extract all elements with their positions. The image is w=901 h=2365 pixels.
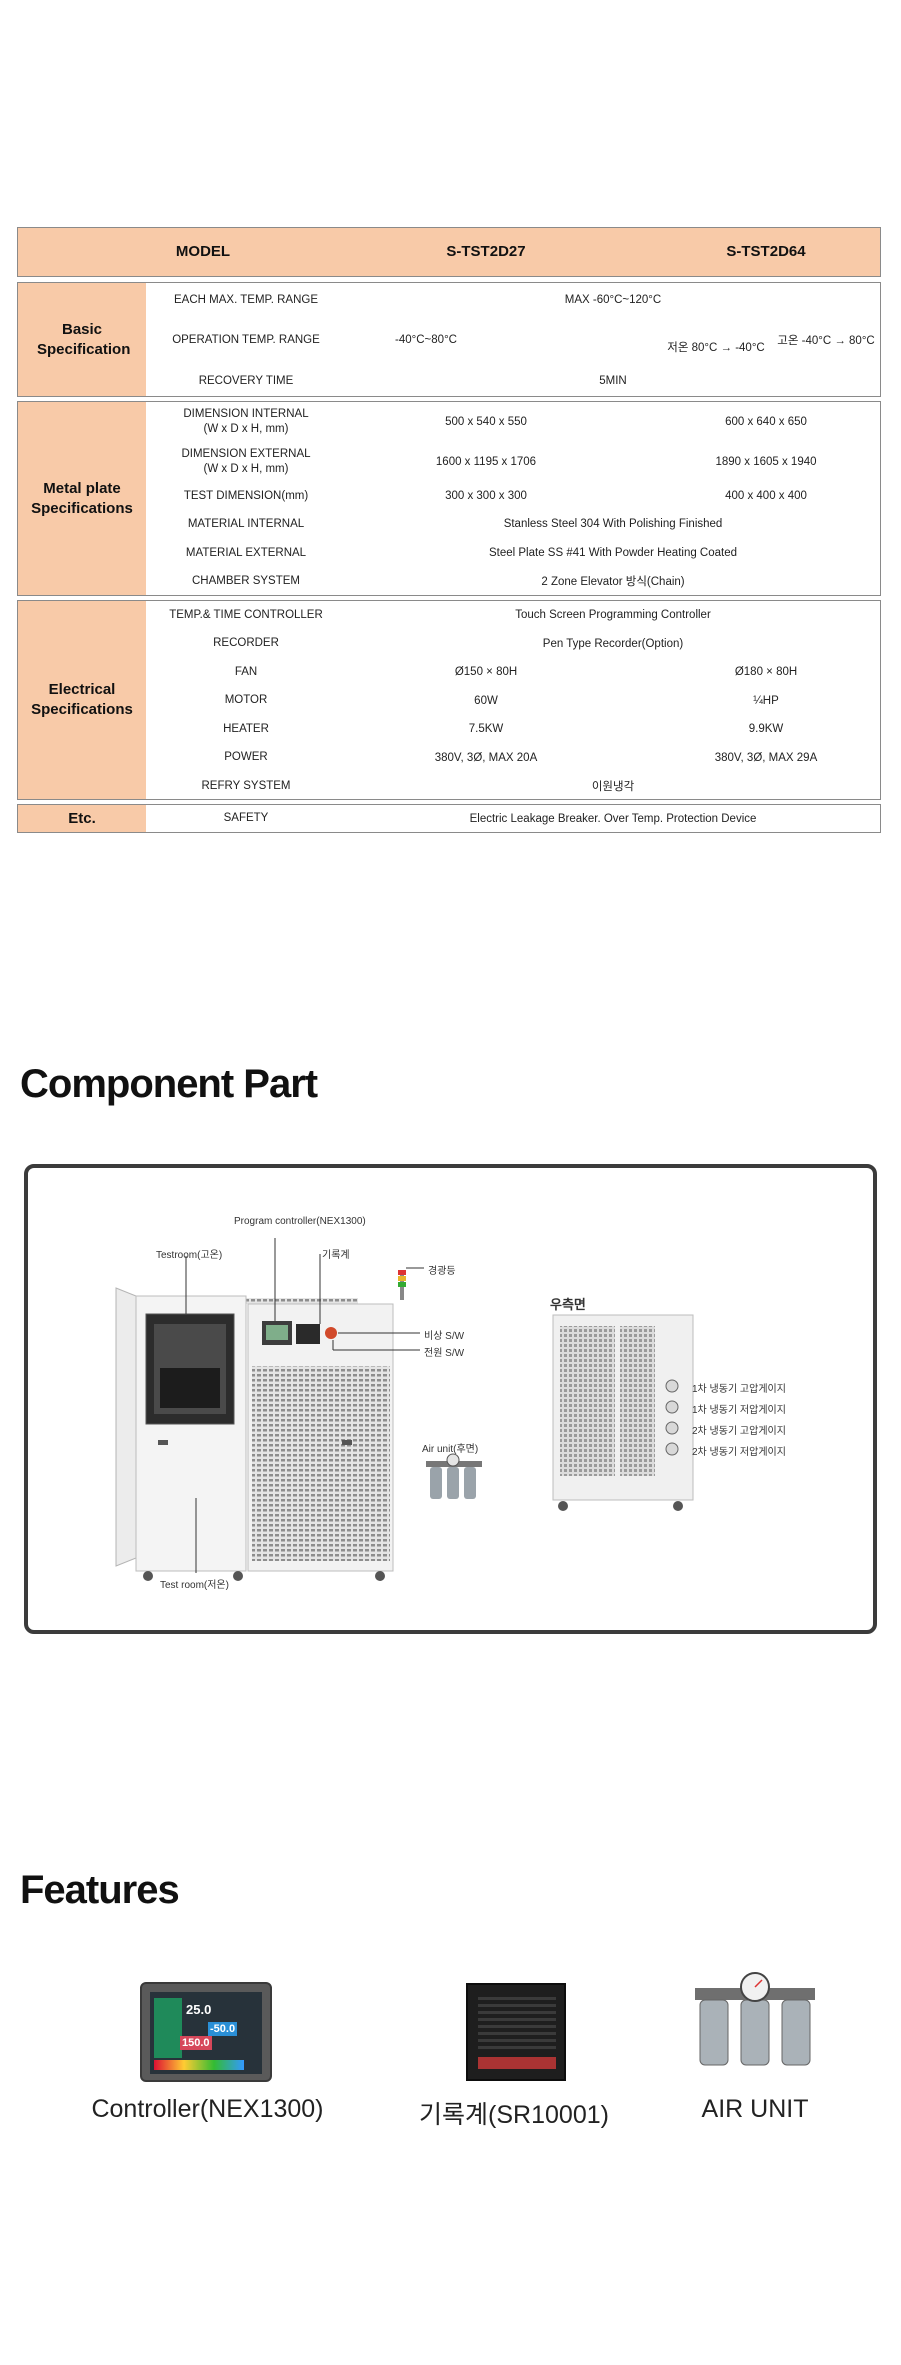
- recorder-label: 기록계: [322, 1250, 350, 1261]
- etc-spec-group: Etc. SAFETY Electric Leakage Breaker. Ov…: [17, 804, 881, 833]
- spec-label: POWER: [224, 751, 268, 763]
- controller-value-2: -50.0: [208, 2022, 238, 2036]
- spec-value: 60W: [474, 694, 498, 707]
- air-unit-image: [695, 1972, 815, 2066]
- air-unit-label: Air unit(후면): [422, 1444, 479, 1455]
- spec-label: MOTOR: [224, 694, 268, 706]
- spec-value: 380V, 3Ø, MAX 29A: [714, 751, 818, 764]
- controller-value-1: 25.0: [186, 2002, 212, 2017]
- spec-row: SAFETY Electric Leakage Breaker. Over Te…: [146, 805, 880, 832]
- feature-caption-air-unit: AIR UNIT: [701, 2095, 809, 2123]
- category-label: Basic Specification: [18, 283, 146, 396]
- spec-value: 5MIN: [599, 375, 627, 387]
- spec-value: 7.5KW: [468, 723, 504, 735]
- spec-label: TEMP.& TIME CONTROLLER: [169, 608, 323, 621]
- spec-value: Electric Leakage Breaker. Over Temp. Pro…: [469, 812, 757, 825]
- spec-row: OPERATION TEMP. RANGE -40°C~80°C 저온 80°C…: [146, 315, 880, 365]
- gauge-label: 1차 냉동기 저압게이지: [692, 1405, 786, 1416]
- power-switch-label: 전원 S/W: [424, 1348, 465, 1359]
- electrical-spec-group: Electrical Specifications TEMP.& TIME CO…: [17, 600, 881, 800]
- component-part-title: Component Part: [20, 1062, 318, 1106]
- spec-value-high: 고온 -40°C → 80°C: [777, 335, 875, 347]
- emergency-switch-label: 비상 S/W: [424, 1331, 465, 1342]
- gauge-label: 2차 냉동기 저압게이지: [692, 1447, 786, 1458]
- spec-row: REFRY SYSTEM 이원냉각: [146, 772, 880, 800]
- component-diagram: Program controller(NEX1300) Testroom(고온)…: [24, 1164, 877, 1634]
- spec-value: 1600 x 1195 x 1706: [435, 456, 537, 468]
- spec-row: RECOVERY TIME 5MIN: [146, 367, 880, 395]
- spec-row: MATERIAL EXTERNAL Steel Plate SS #41 Wit…: [146, 539, 880, 567]
- spec-row: DIMENSION EXTERNAL(W x D x H, mm) 1600 x…: [146, 444, 880, 480]
- spec-row: DIMENSION INTERNAL(W x D x H, mm) 500 x …: [146, 404, 880, 440]
- spec-value: 9.9KW: [748, 723, 784, 735]
- spec-row: CHAMBER SYSTEM 2 Zone Elevator 방식(Chain): [146, 567, 880, 595]
- spec-value: Steel Plate SS #41 With Powder Heating C…: [488, 547, 738, 559]
- spec-label: DIMENSION EXTERNAL(W x D x H, mm): [181, 448, 311, 475]
- spec-value: -40°C~80°C: [395, 334, 457, 346]
- category-label: Etc.: [18, 805, 146, 832]
- controller-screen: 25.0 -50.0 150.0: [150, 1992, 262, 2074]
- spec-label: FAN: [234, 665, 258, 678]
- spec-label: OPERATION TEMP. RANGE: [172, 333, 320, 346]
- spec-row: FAN Ø150 × 80H Ø180 × 80H: [146, 658, 880, 686]
- model-header-row: MODEL S-TST2D27 S-TST2D64: [17, 227, 881, 277]
- spec-value: 600 x 640 x 650: [725, 416, 807, 428]
- spec-label: RECOVERY TIME: [198, 374, 294, 387]
- features-title: Features: [20, 1868, 180, 1912]
- gauge-label: 1차 냉동기 고압게이지: [692, 1384, 786, 1395]
- spec-value: Pen Type Recorder(Option): [542, 637, 684, 650]
- spec-value: Ø180 × 80H: [734, 666, 798, 678]
- model-name-1: S-TST2D27: [446, 243, 526, 260]
- spec-row: MOTOR 60W ¼HP: [146, 686, 880, 715]
- feature-caption-controller: Controller(NEX1300): [91, 2095, 324, 2123]
- spec-label: SAFETY: [223, 812, 269, 824]
- model-label: MODEL: [175, 243, 231, 260]
- spec-row: MATERIAL INTERNAL Stanless Steel 304 Wit…: [146, 510, 880, 538]
- metal-plate-spec-group: Metal plate Specifications DIMENSION INT…: [17, 401, 881, 596]
- spec-row: EACH MAX. TEMP. RANGE MAX -60°C~120°C: [146, 285, 880, 315]
- spec-label: REFRY SYSTEM: [201, 779, 291, 792]
- spec-value: MAX -60°C~120°C: [564, 294, 662, 306]
- category-label: Electrical Specifications: [18, 601, 146, 799]
- spec-value: 2 Zone Elevator 방식(Chain): [541, 576, 685, 588]
- spec-value: 380V, 3Ø, MAX 20A: [434, 751, 538, 764]
- spec-value: 1890 x 1605 x 1940: [715, 456, 817, 468]
- spec-row: TEMP.& TIME CONTROLLER Touch Screen Prog…: [146, 601, 880, 629]
- right-side-label: 우측면: [550, 1297, 586, 1312]
- testroom-low-label: Test room(저온): [160, 1580, 229, 1591]
- spec-value: 300 x 300 x 300: [445, 490, 527, 502]
- basic-spec-group: Basic Specification EACH MAX. TEMP. RANG…: [17, 282, 881, 397]
- chamber-illustration: [115, 1238, 694, 1581]
- spec-row: HEATER 7.5KW 9.9KW: [146, 715, 880, 743]
- category-label: Metal plate Specifications: [18, 402, 146, 595]
- spec-value: Ø150 × 80H: [454, 666, 518, 678]
- spec-label: RECORDER: [213, 637, 279, 649]
- spec-label: DIMENSION INTERNAL(W x D x H, mm): [183, 408, 309, 435]
- spec-label: CHAMBER SYSTEM: [192, 574, 300, 587]
- spec-label: MATERIAL EXTERNAL: [185, 546, 307, 559]
- spec-value: ¼HP: [753, 694, 779, 707]
- spec-row: TEST DIMENSION(mm) 300 x 300 x 300 400 x…: [146, 482, 880, 510]
- spec-value: 500 x 540 x 550: [445, 416, 527, 428]
- spec-value: 이원냉각: [591, 781, 635, 793]
- testroom-high-label: Testroom(고온): [156, 1250, 223, 1261]
- program-controller-label: Program controller(NEX1300): [234, 1216, 366, 1227]
- spec-label: TEST DIMENSION(mm): [183, 489, 309, 502]
- spec-label: HEATER: [223, 722, 269, 735]
- feature-caption-recorder: 기록계(SR10001): [419, 2101, 609, 2129]
- controller-value-3: 150.0: [180, 2036, 212, 2050]
- spec-value: Stanless Steel 304 With Polishing Finish…: [503, 518, 723, 530]
- spec-row: POWER 380V, 3Ø, MAX 20A 380V, 3Ø, MAX 29…: [146, 743, 880, 772]
- spec-value: Touch Screen Programming Controller: [515, 609, 711, 621]
- gauge-label: 2차 냉동기 고압게이지: [692, 1426, 786, 1437]
- spec-value: 400 x 400 x 400: [725, 490, 807, 502]
- spec-row: RECORDER Pen Type Recorder(Option): [146, 629, 880, 658]
- warning-light-label: 경광등: [428, 1266, 456, 1277]
- spec-label: MATERIAL INTERNAL: [187, 517, 305, 530]
- controller-image: 25.0 -50.0 150.0: [140, 1982, 272, 2082]
- spec-label: EACH MAX. TEMP. RANGE: [174, 293, 318, 306]
- spec-value-low: 저온 80°C → -40°C: [667, 342, 765, 354]
- recorder-image: [466, 1983, 566, 2081]
- model-name-2: S-TST2D64: [726, 243, 806, 260]
